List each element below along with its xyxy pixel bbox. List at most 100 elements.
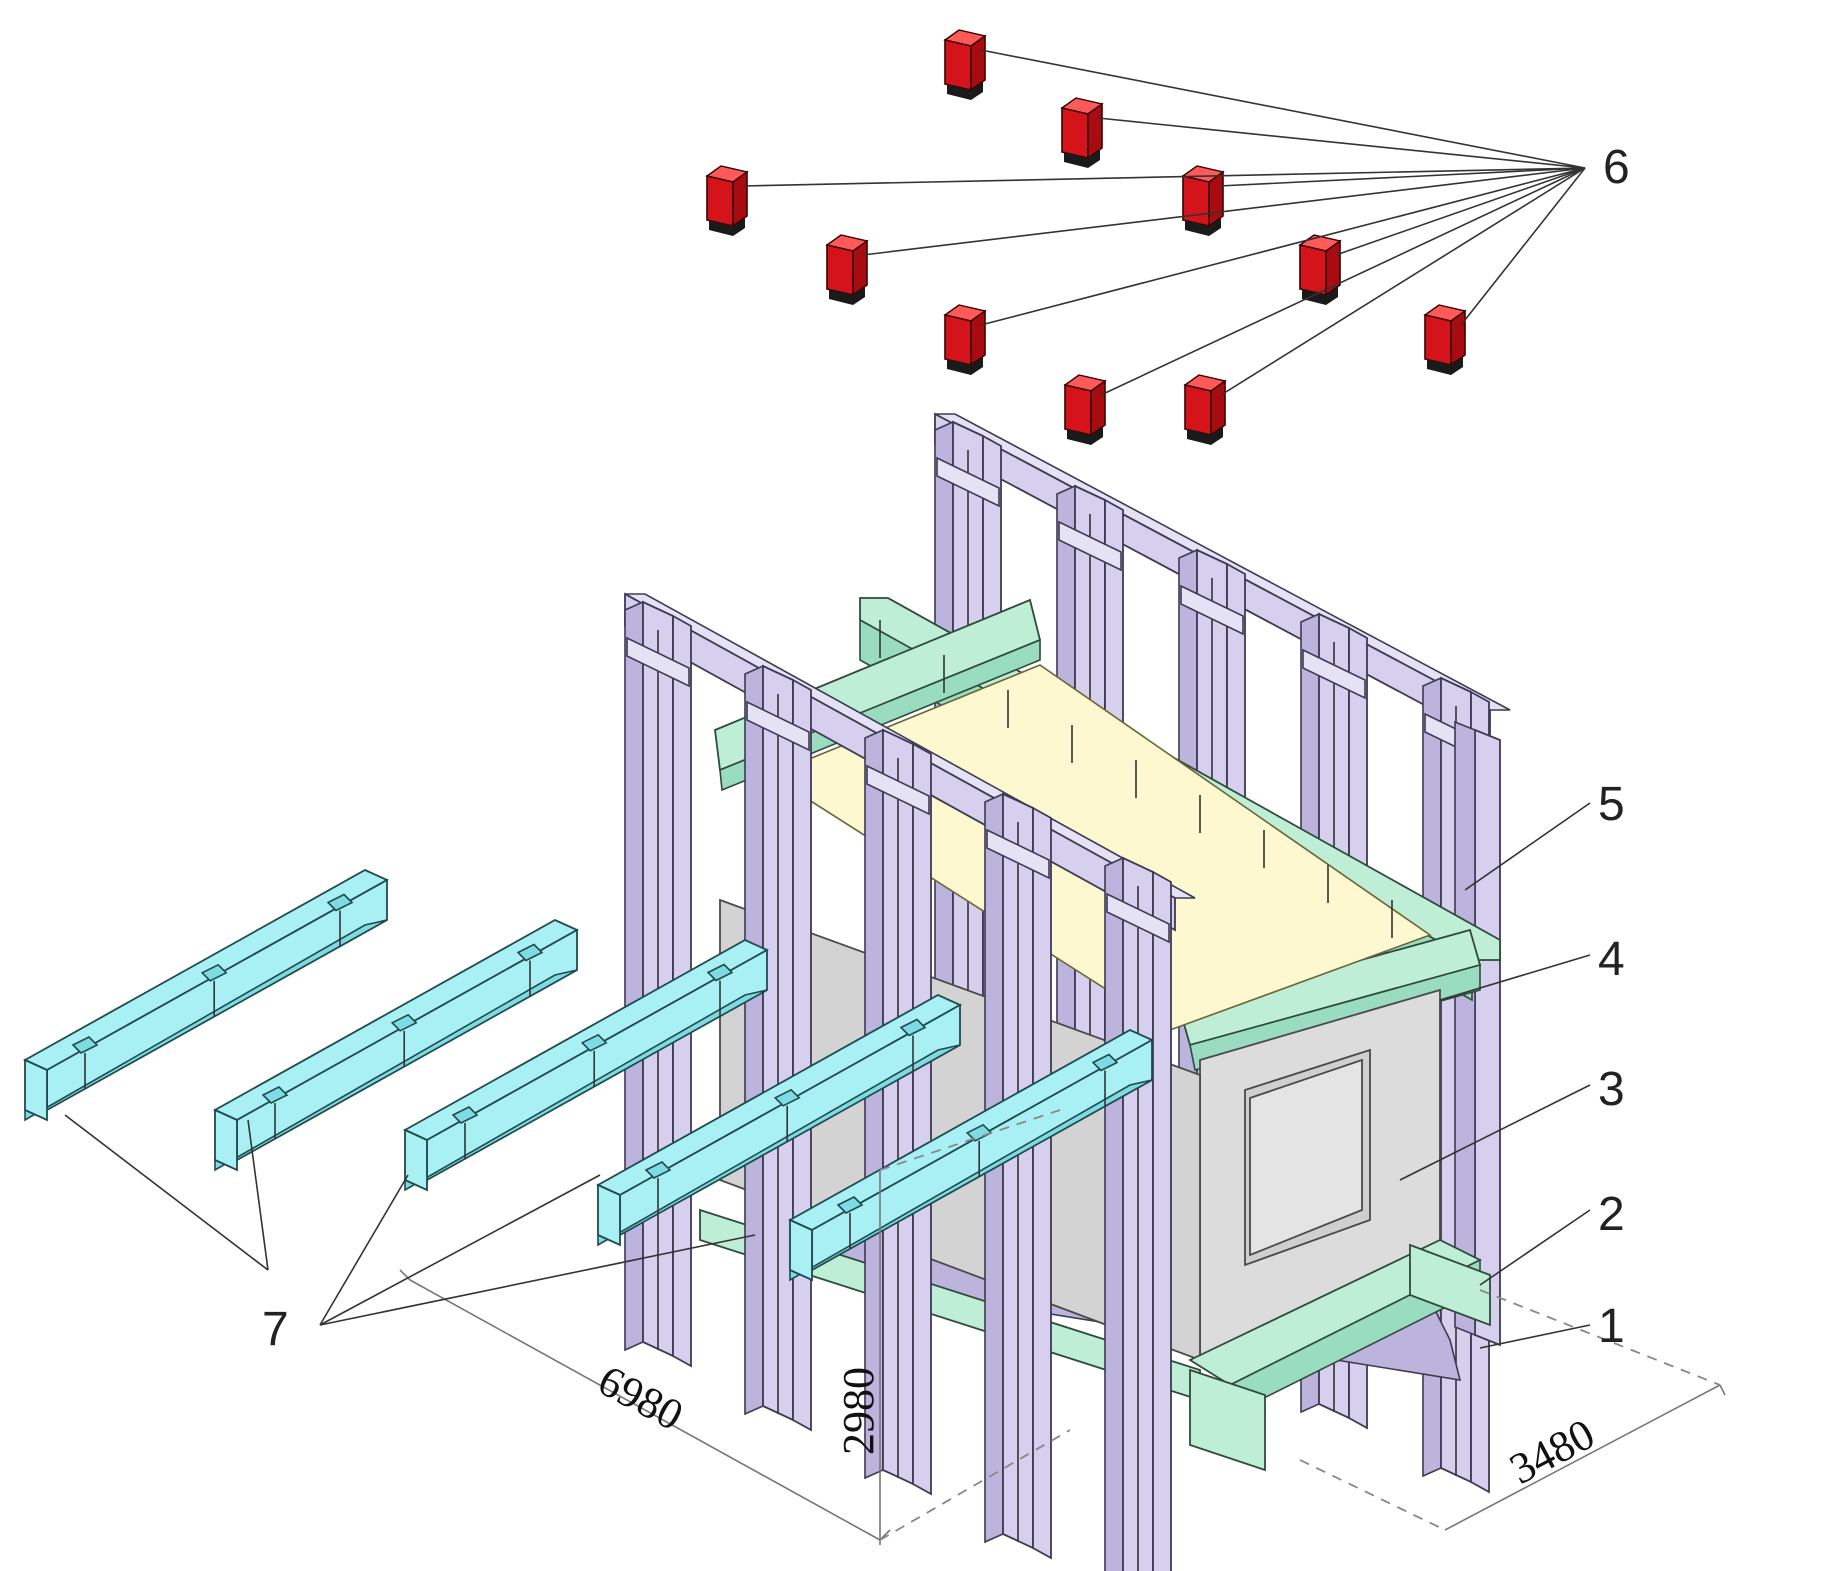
post-flange [792,678,812,1432]
jack-front-face [1424,313,1452,367]
jack-front-face [1184,383,1212,437]
post-bracket [936,456,1000,508]
jack-side-face [1087,102,1103,160]
jack-base [1427,357,1463,375]
post-bracket [1180,584,1244,636]
beam-lug [644,1161,672,1179]
beam-end-plate [404,1128,428,1192]
jack-leader-line [1335,167,1586,256]
jack-leader-line [980,167,1586,326]
jack-side-face [852,239,868,297]
beam-lug [516,943,544,962]
beam-lug [899,1018,927,1037]
beam-lug [200,963,228,982]
jack-side-face [1090,379,1106,437]
post-bracket [866,764,930,816]
beam-lug [1091,1053,1119,1072]
hydraulic-jack [825,234,869,305]
jack-leader-line [1218,167,1586,187]
post-bracket [626,636,690,688]
callout-5: 5 [1598,778,1625,831]
post-bracket [1106,892,1170,944]
jack-side-face [1450,309,1466,367]
cross-beam [213,918,579,1172]
frame-post [744,664,812,1432]
hydraulic-jack [1060,97,1104,168]
cross-beam [23,868,389,1122]
jack-base [709,218,745,236]
jack-group [705,29,1467,445]
hydraulic-jack [1423,304,1467,375]
post-side [624,600,644,1352]
beam-lug [326,893,354,912]
dimension-height: 2980 [834,1367,883,1455]
beam-lug [451,1106,479,1124]
jack-leader-line [862,167,1586,256]
frame-post [864,728,932,1496]
hydraulic-jack [705,165,749,236]
jack-base [947,357,983,375]
callout-1: 1 [1598,1300,1625,1353]
jack-front-face [1061,106,1089,160]
jack-leader-line [742,167,1586,187]
jack-base [1187,427,1223,445]
beam-lug [390,1013,418,1032]
beam-lug [836,1196,864,1214]
post-side [744,664,764,1416]
jack-front-face [1064,383,1092,437]
post-flange [912,742,932,1496]
hydraulic-jack [1063,374,1107,445]
jack-base [829,287,865,305]
callout-7: 7 [262,1303,289,1356]
beam-lug [71,1036,99,1054]
side-wall-panel [719,898,1441,1362]
jack-leader-line [1097,117,1586,169]
jack-side-face [1208,170,1224,228]
jack-base [1302,287,1338,305]
jack-side-face [732,170,748,228]
beam-lug [580,1033,608,1052]
hydraulic-jack [943,304,987,375]
beam-end-plate [214,1108,238,1172]
beam-lug [706,963,734,982]
post-bracket [1058,520,1122,572]
jack-base [947,82,983,100]
post-bracket [746,700,810,752]
jack-front-face [706,174,734,228]
dimension-width: 3480 [1502,1409,1603,1494]
post-side [1104,856,1124,1571]
jack-side-face [970,309,986,367]
jack-front-face [944,313,972,367]
jack-leader-lines [742,49,1586,396]
jack-side-face [970,34,986,92]
jack-front-face [944,38,972,92]
callout-leader-lines [64,802,1591,1349]
hydraulic-jack [1183,374,1227,445]
jack-leader-line [1460,167,1586,326]
callout-2: 2 [1598,1188,1625,1241]
jack-side-face [1210,379,1226,437]
jack-leader-line [1220,167,1586,396]
callout-6: 6 [1603,141,1630,194]
jack-base [1064,150,1100,168]
jack-front-face [1182,174,1210,228]
jack-leader-line [1100,167,1586,396]
beam-end-plate [597,1183,621,1247]
callout-4: 4 [1598,933,1625,986]
hydraulic-jack [943,29,987,100]
jack-front-face [1299,243,1327,297]
post-bracket [1302,648,1366,700]
jack-base [1067,427,1103,445]
hydraulic-jack [1298,234,1342,305]
post-bracket [986,828,1050,880]
beam-end-plate [24,1058,48,1122]
frame-post [984,792,1052,1560]
beam-end-plate [789,1218,813,1282]
cross-beam [596,993,962,1247]
dimension-lines [399,1109,1726,1545]
post-flange [1032,806,1052,1560]
callout-3: 3 [1598,1063,1625,1116]
cross-beam [403,938,769,1192]
jack-front-face [826,243,854,297]
